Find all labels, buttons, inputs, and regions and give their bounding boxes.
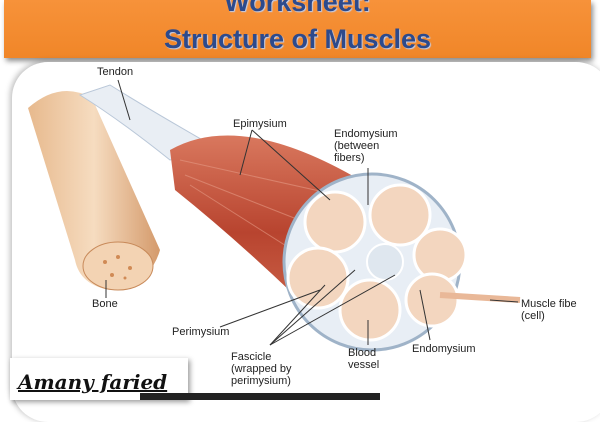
label-perimysium: Perimysium: [172, 326, 230, 338]
label-muscle-fiber: Muscle fibe (cell): [521, 298, 577, 322]
leader-lines: [105, 79, 519, 346]
title-line2: Structure of Muscles: [163, 24, 432, 54]
bone: [28, 90, 160, 291]
label-bone: Bone: [92, 298, 118, 310]
muscle-diagram: [28, 79, 521, 352]
label-tendon: Tendon: [97, 66, 134, 78]
title-banner: Worksheet: Structure of Muscles: [4, 0, 591, 58]
author-signature: Amany faried: [18, 370, 168, 394]
label-fascicle: Fascicle (wrapped by perimysium): [231, 351, 292, 387]
label-endomysium-bottom: Endomysium: [412, 343, 476, 355]
label-endomysium-top: Endomysium (between fibers): [334, 128, 398, 164]
cross-section: [282, 172, 468, 352]
muscle-fiber-strand: [439, 292, 521, 303]
title-line1: Worksheet:: [224, 0, 371, 17]
bottom-bar: [140, 393, 380, 400]
label-epimysium: Epimysium: [233, 118, 287, 130]
label-blood-vessel: Blood vessel: [348, 347, 380, 371]
